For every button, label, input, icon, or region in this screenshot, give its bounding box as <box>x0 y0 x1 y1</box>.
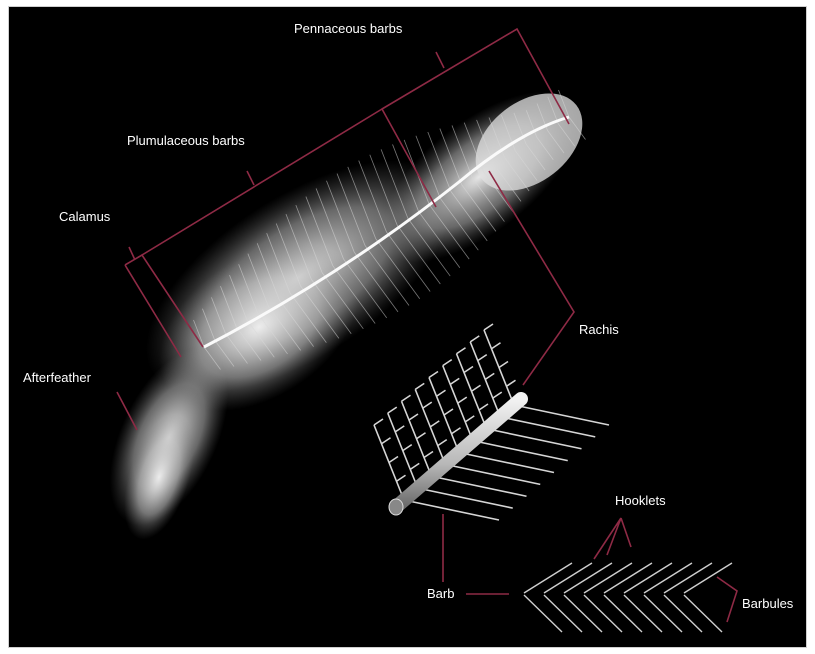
label-pennaceous-barbs: Pennaceous barbs <box>294 22 402 35</box>
rachis-barbule <box>429 372 438 378</box>
barb-closeup <box>509 563 732 632</box>
barbule-lower <box>644 595 682 632</box>
rachis-rod-end <box>389 499 403 515</box>
rachis-barbule <box>507 380 516 386</box>
barbule-lower <box>524 595 562 632</box>
barbule-upper <box>584 563 632 593</box>
rachis-barbule <box>485 373 494 379</box>
rachis-barbule <box>499 362 508 368</box>
rachis-barbule <box>492 343 501 349</box>
rachis-barbule <box>458 397 467 403</box>
rachis-barbule <box>388 407 397 413</box>
rachis-barbule <box>472 385 481 391</box>
rachis-barbule <box>450 378 459 384</box>
rachis-barbule <box>424 452 433 458</box>
barbule-upper <box>524 563 572 593</box>
barbules-leader <box>717 577 737 622</box>
rachis-barbule <box>382 438 391 444</box>
barbule-upper <box>624 563 672 593</box>
rachis-barbule <box>493 392 502 398</box>
barbule-upper <box>604 563 652 593</box>
label-hooklets: Hooklets <box>615 494 666 507</box>
label-barbules: Barbules <box>742 597 793 610</box>
rachis-barbule <box>470 336 479 342</box>
label-barb: Barb <box>427 587 454 600</box>
rachis-barbule <box>438 440 447 446</box>
label-afterfeather: Afterfeather <box>23 371 91 384</box>
rachis-barbule <box>437 390 446 396</box>
barbule-lower <box>584 595 622 632</box>
label-plumulaceous-barbs: Plumulaceous barbs <box>127 134 245 147</box>
rachis-barbule <box>443 360 452 366</box>
rachis-closeup <box>374 324 609 520</box>
rachis-barbule <box>410 463 419 469</box>
barbule-lower <box>664 595 702 632</box>
diagram-frame: Pennaceous barbs Plumulaceous barbs Cala… <box>8 6 807 648</box>
barbule-upper <box>664 563 712 593</box>
rachis-barbule <box>409 414 418 420</box>
barbules-lower <box>524 595 722 632</box>
rachis-barbule <box>457 348 466 354</box>
feather-diagram <box>9 7 808 649</box>
rachis-barbule <box>479 404 488 410</box>
rachis-barbule <box>465 416 474 422</box>
rachis-barbule <box>464 367 473 373</box>
hooklets-leader <box>594 518 631 559</box>
barbule-upper <box>644 563 692 593</box>
barbule-upper <box>684 563 732 593</box>
rachis-barbule <box>444 409 453 415</box>
rachis-barbule <box>402 395 411 401</box>
rachis-barbule <box>389 457 398 463</box>
barbule-upper <box>544 563 592 593</box>
barbule-lower <box>604 595 642 632</box>
rachis-barbule <box>452 428 461 434</box>
rachis-barbule <box>395 426 404 432</box>
barbule-lower <box>624 595 662 632</box>
rachis-barbule <box>423 402 432 408</box>
barb-leader <box>443 514 509 594</box>
rachis-barbule <box>478 355 487 361</box>
barbules-upper <box>524 563 732 593</box>
rachis-barbule <box>430 421 439 427</box>
barbule-upper <box>564 563 612 593</box>
barbule-lower <box>564 595 602 632</box>
rachis-barbule <box>397 475 406 481</box>
label-rachis: Rachis <box>579 323 619 336</box>
rachis-barbule <box>403 445 412 451</box>
rachis-barbule <box>484 324 493 330</box>
rachis-barbule <box>417 433 426 439</box>
barbule-lower <box>544 595 582 632</box>
label-calamus: Calamus <box>59 210 110 223</box>
rachis-barbule <box>415 383 424 389</box>
rachis-barbule <box>374 419 383 425</box>
barbule-lower <box>684 595 722 632</box>
